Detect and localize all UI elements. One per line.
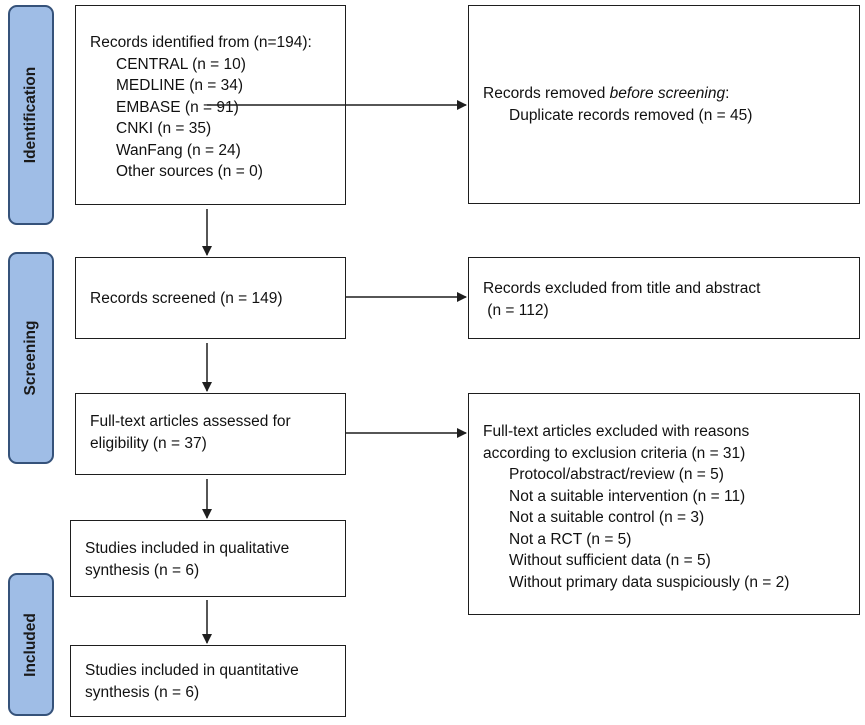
qualitative-synthesis-line1: Studies included in qualitative: [85, 540, 290, 557]
fulltext-excluded-line2: according to exclusion criteria (n = 31): [483, 444, 746, 462]
exclusion-reason: Without primary data suspiciously (n = 2…: [509, 573, 790, 591]
records-removed-box: Records removed before screening: Duplic…: [468, 5, 860, 204]
records-excluded-title-line2: (n = 112): [483, 301, 549, 319]
source-medline: MEDLINE (n = 34): [116, 77, 244, 94]
duplicate-records-removed: Duplicate records removed (n = 45): [509, 106, 753, 124]
records-screened-box: Records screened (n = 149): [75, 257, 346, 339]
exclusion-reason: Without sufficient data (n = 5): [509, 552, 711, 569]
source-wanfang: WanFang (n = 24): [116, 141, 241, 159]
exclusion-reason: Not a RCT (n = 5): [509, 530, 632, 548]
records-excluded-title-box: Records excluded from title and abstract…: [468, 257, 860, 339]
qualitative-synthesis-line2: synthesis (n = 6): [85, 561, 200, 579]
fulltext-assessed-box: Full-text articles assessed for eligibil…: [75, 393, 346, 475]
quantitative-synthesis-line1: Studies included in quantitative: [85, 662, 299, 679]
records-screened-text: Records screened (n = 149): [90, 290, 283, 307]
records-excluded-title-line1: Records excluded from title and abstract: [483, 280, 761, 297]
phase-included: Included: [8, 573, 54, 716]
records-removed-heading-prefix: Records removed: [483, 85, 610, 102]
fulltext-assessed-line2: eligibility (n = 37): [90, 434, 207, 452]
source-other: Other sources (n = 0): [116, 163, 263, 180]
quantitative-synthesis-box: Studies included in quantitative synthes…: [70, 645, 346, 717]
fulltext-assessed-line1: Full-text articles assessed for: [90, 413, 291, 430]
records-identified-heading: Records identified from (n=194):: [90, 34, 312, 51]
records-removed-heading-suffix: :: [725, 85, 730, 102]
fulltext-excluded-line1: Full-text articles excluded with reasons: [483, 423, 750, 440]
exclusion-reason: Not a suitable intervention (n = 11): [509, 487, 746, 505]
source-cnki: CNKI (n = 35): [116, 120, 212, 137]
exclusion-reason: Not a suitable control (n = 3): [509, 509, 705, 526]
phase-screening: Screening: [8, 252, 54, 464]
phase-identification: Identification: [8, 5, 54, 225]
source-embase: EMBASE (n = 91): [116, 98, 239, 116]
quantitative-synthesis-line2: synthesis (n = 6): [85, 683, 200, 701]
records-removed-heading-italic: before screening: [609, 85, 726, 102]
records-removed-heading: Records removed before screening:: [483, 83, 859, 105]
source-central: CENTRAL (n = 10): [116, 55, 246, 73]
exclusion-reason: Protocol/abstract/review (n = 5): [509, 466, 724, 483]
qualitative-synthesis-box: Studies included in qualitative synthesi…: [70, 520, 346, 597]
fulltext-excluded-box: Full-text articles excluded with reasons…: [468, 393, 860, 615]
